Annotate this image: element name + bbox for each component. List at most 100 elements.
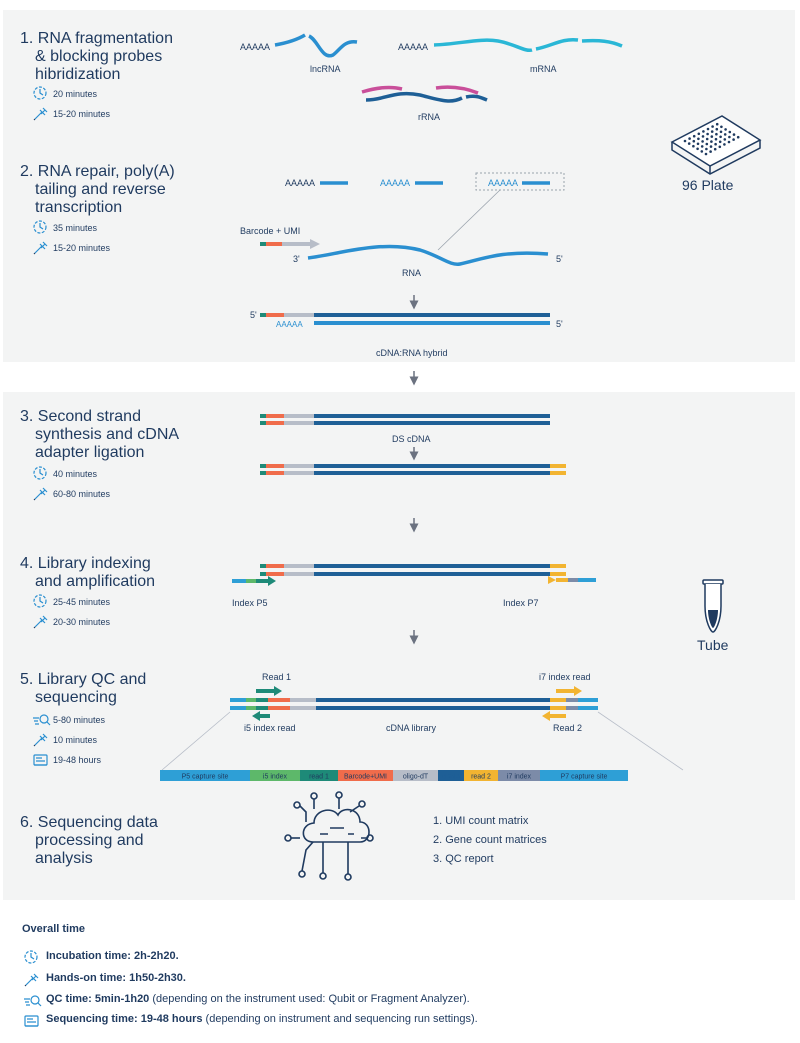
svg-text:transcription: transcription <box>35 199 122 216</box>
svg-text:i7 index read: i7 index read <box>539 672 591 682</box>
pipette-icon <box>33 107 48 121</box>
clock-icon <box>33 86 47 100</box>
step-1-title: 1. RNA fragmentation & blocking probes h… <box>20 30 173 83</box>
construct-segment-6 <box>438 770 464 781</box>
overall-item-hands-on: Hands-on time: 1h50-2h30. <box>46 972 186 984</box>
svg-text:1. UMI count matrix: 1. UMI count matrix <box>433 815 529 827</box>
step-5-time-2: 10 minutes <box>53 735 98 745</box>
svg-text:AAAAA: AAAAA <box>276 320 303 329</box>
rrna-molecule: rRNA <box>361 85 488 122</box>
pipette-icon <box>33 733 48 747</box>
overall-item-sequencing: Sequencing time: 19-48 hours (depending … <box>46 1013 478 1025</box>
step-4-time-1: 25-45 minutes <box>53 597 111 607</box>
svg-text:6. Sequencing data: 6. Sequencing data <box>20 814 158 831</box>
sequencing-library: Read 1 i7 index read i5 index read cDNA … <box>161 672 684 771</box>
svg-text:5': 5' <box>556 319 563 329</box>
construct-label-5: oligo-dT <box>403 774 429 781</box>
svg-text:hibridization: hibridization <box>35 66 120 83</box>
clock-icon <box>24 950 38 964</box>
svg-text:analysis: analysis <box>35 850 93 867</box>
svg-text:2. Gene count matrices: 2. Gene count matrices <box>433 834 547 846</box>
construct-segment-2 <box>250 770 300 781</box>
svg-text:5': 5' <box>556 254 563 264</box>
step-6-title: 6. Sequencing data processing and analys… <box>20 814 158 867</box>
svg-text:AAAAA: AAAAA <box>398 42 428 52</box>
tube-label: Tube <box>697 637 729 653</box>
svg-text:Index P7: Index P7 <box>503 598 539 608</box>
plate-label: 96 Plate <box>682 177 734 193</box>
svg-text:4. Library indexing: 4. Library indexing <box>20 555 151 572</box>
step-2-time-2: 15-20 minutes <box>53 243 111 253</box>
svg-text:adapter ligation: adapter ligation <box>35 444 144 461</box>
indexing-pcr: Index P5 Index P7 <box>232 564 596 608</box>
construct-label-3: read 1 <box>309 774 329 781</box>
step-4-time-2: 20-30 minutes <box>53 617 111 627</box>
step-2-time-1: 35 minutes <box>53 223 98 233</box>
clock-icon <box>33 594 47 608</box>
svg-text:tailing and reverse: tailing and reverse <box>35 181 166 198</box>
rna-template: RNA 5' <box>307 244 563 278</box>
tube-icon <box>702 579 724 633</box>
construct-label-7: read 2 <box>471 774 491 781</box>
sequencer-icon <box>24 1015 39 1027</box>
panel-steps-1-2 <box>3 10 795 362</box>
adapter-ligated-cdna <box>260 464 566 475</box>
construct-label-2: i5 index <box>263 774 288 781</box>
construct-segment-7 <box>464 770 498 781</box>
svg-text:sequencing: sequencing <box>35 689 117 706</box>
svg-text:3': 3' <box>293 254 300 264</box>
overall-item-incubation: Incubation time: 2h-2h20. <box>46 950 179 962</box>
construct-label-6: cDNA <box>442 774 461 781</box>
svg-text:AAAAA: AAAAA <box>380 178 410 188</box>
svg-text:RNA: RNA <box>402 268 421 278</box>
clock-icon <box>33 466 47 480</box>
sequencer-icon <box>33 754 48 766</box>
overall-title: Overall time <box>22 923 85 935</box>
output-list: 1. UMI count matrix 2. Gene count matric… <box>433 815 547 865</box>
construct-segment-8 <box>498 770 540 781</box>
step-3-time-1: 40 minutes <box>53 469 98 479</box>
construct-segment-1 <box>160 770 250 781</box>
construct-segment-3 <box>300 770 338 781</box>
svg-text:AAAAA: AAAAA <box>240 42 270 52</box>
svg-text:synthesis and cDNA: synthesis and cDNA <box>35 426 179 443</box>
pipette-icon <box>33 615 48 629</box>
cloud-network-icon <box>284 791 374 881</box>
qc-icon <box>33 714 51 726</box>
svg-text:DS cDNA: DS cDNA <box>392 434 431 444</box>
step-3-time-2: 60-80 minutes <box>53 489 111 499</box>
mrna-molecule: AAAAA mRNA <box>398 37 623 74</box>
svg-text:cDNA library: cDNA library <box>386 723 437 733</box>
svg-text:i5 index read: i5 index read <box>244 723 296 733</box>
step-3-title: 3. Second strand synthesis and cDNA adap… <box>20 408 179 461</box>
svg-text:& blocking probes: & blocking probes <box>35 48 162 65</box>
step-5-time-3: 19-48 hours <box>53 755 102 765</box>
overall-icons <box>24 950 42 1027</box>
step-1-time-1: 20 minutes <box>53 89 98 99</box>
overall-item-qc: QC time: 5min-1h20 (depending on the ins… <box>46 993 470 1005</box>
svg-text:Index P5: Index P5 <box>232 598 268 608</box>
construct-segment-5 <box>393 770 438 781</box>
step-4-title: 4. Library indexing and amplification <box>20 555 155 590</box>
construct-label-9: P7 capture site <box>561 774 608 781</box>
96-plate-icon <box>670 115 762 175</box>
svg-text:lncRNA: lncRNA <box>310 64 341 74</box>
rt-primer: Barcode + UMI 3' <box>240 226 320 264</box>
svg-text:cDNA:RNA hybrid: cDNA:RNA hybrid <box>376 348 448 358</box>
svg-text:2. RNA repair, poly(A): 2. RNA repair, poly(A) <box>20 163 175 180</box>
svg-text:AAAAA: AAAAA <box>488 178 518 188</box>
construct-label-4: Barcode+UMI <box>344 774 387 781</box>
svg-text:5': 5' <box>250 310 257 320</box>
svg-text:AAAAA: AAAAA <box>285 178 315 188</box>
svg-text:mRNA: mRNA <box>530 64 557 74</box>
svg-text:3. Second strand: 3. Second strand <box>20 408 141 425</box>
step-5-title: 5. Library QC and sequencing <box>20 671 146 706</box>
svg-text:processing and: processing and <box>35 832 144 849</box>
pipette-icon <box>24 973 39 987</box>
step-2-title: 2. RNA repair, poly(A) tailing and rever… <box>20 163 175 216</box>
cdna-rna-hybrid: 5' AAAAA 5' cDNA:RNA hybrid <box>250 310 563 358</box>
svg-text:Read 2: Read 2 <box>553 723 582 733</box>
